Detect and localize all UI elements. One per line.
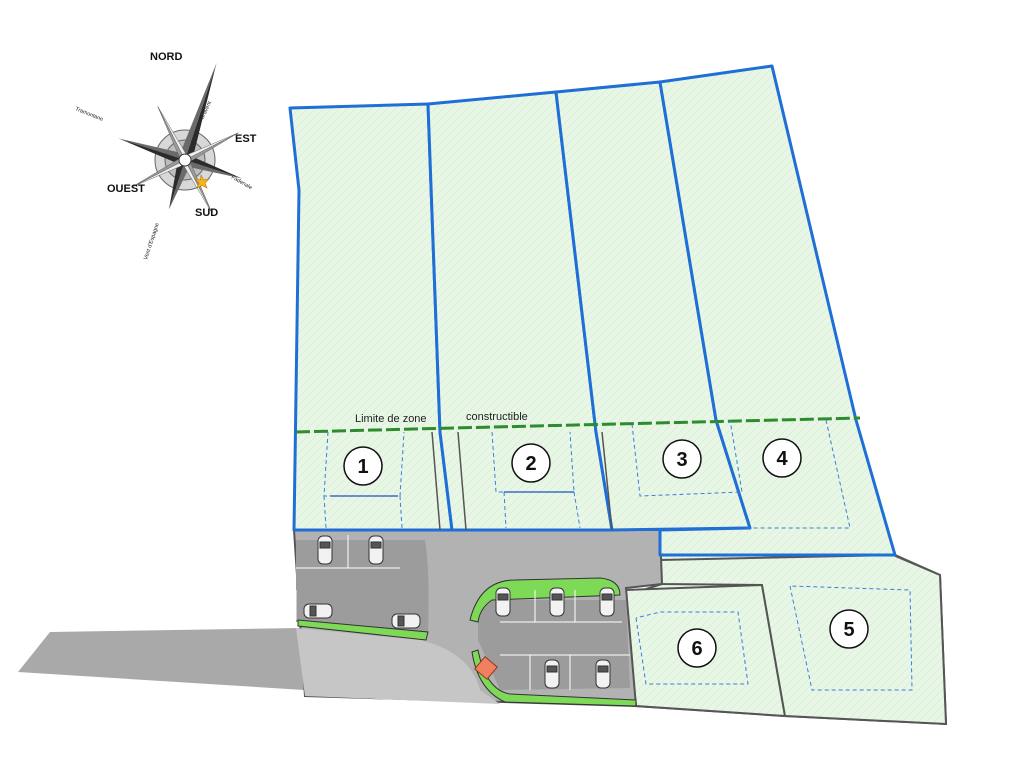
parked-cars — [303, 535, 615, 689]
compass-needles — [118, 62, 243, 214]
lot-1-marker: 1 — [343, 446, 383, 486]
lot-3-marker: 3 — [662, 439, 702, 479]
car-icon — [595, 659, 611, 689]
lot-4-number: 4 — [776, 448, 788, 470]
parcel-5 — [658, 553, 948, 726]
parking-road-curve — [296, 628, 500, 704]
car-icon — [544, 659, 560, 689]
car-icon — [599, 587, 615, 617]
car-icon — [391, 613, 421, 629]
car-icon — [495, 587, 511, 617]
compass-wind-nw: Tramontane — [74, 106, 104, 123]
bin-area — [474, 656, 498, 680]
compass-west: OUEST — [107, 183, 145, 195]
car-icon — [549, 587, 565, 617]
lot-2-marker: 2 — [511, 443, 551, 483]
compass-wind-se: Fadenale — [230, 175, 253, 192]
compass-wind-sw: Vent d'Espagne — [143, 222, 161, 260]
parking-stall-lines — [295, 535, 630, 690]
compass-east: EST — [235, 133, 257, 145]
compass-north: NORD — [150, 51, 182, 63]
compass-south: SUD — [195, 207, 218, 219]
lot-1-number: 1 — [357, 456, 368, 478]
lot-5-number: 5 — [843, 619, 854, 641]
car-icon — [303, 603, 333, 619]
lot-2-number: 2 — [525, 453, 536, 475]
car-icon — [368, 535, 384, 565]
internal-lines — [431, 431, 613, 531]
lot-3-number: 3 — [676, 449, 687, 471]
compass-rose: NORD SUD EST OUEST Tramontane Gravent Fa… — [74, 51, 257, 261]
lot-6-number: 6 — [691, 638, 702, 660]
parcels-north — [288, 64, 897, 557]
grass-verge-left — [297, 619, 429, 641]
sun-icon — [194, 173, 210, 189]
setback-solid — [330, 491, 574, 497]
zone-label-right: constructible — [466, 411, 528, 423]
access-road — [18, 628, 304, 690]
lot-5-marker: 5 — [829, 609, 869, 649]
car-icon — [317, 535, 333, 565]
parcel-4 — [658, 64, 897, 557]
zone-label-left: Limite de zone — [355, 413, 427, 425]
lot-4-marker: 4 — [762, 438, 802, 478]
lot-markers: 1 2 3 4 5 6 — [343, 438, 869, 668]
lot-6-marker: 6 — [677, 628, 717, 668]
